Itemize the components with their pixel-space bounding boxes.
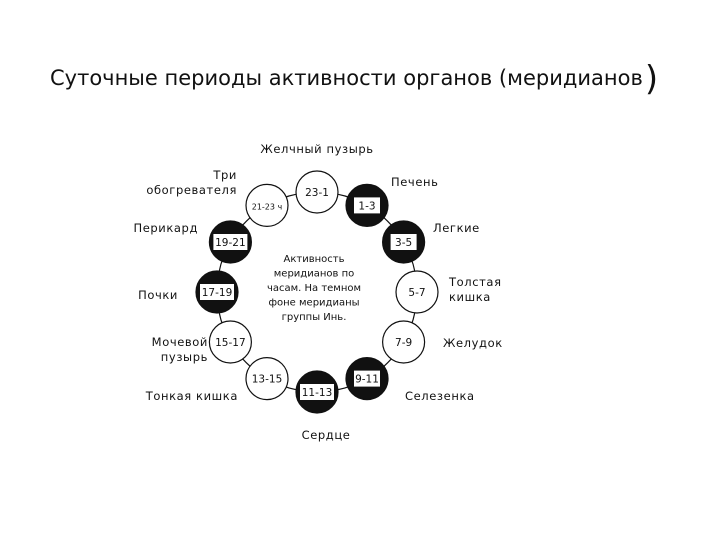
time-label: 19-21	[215, 237, 246, 249]
organ-label: Печень	[391, 175, 439, 189]
yang-node-circle	[395, 270, 439, 314]
organ-label: Мочевой	[152, 335, 208, 349]
page-title: Суточные периоды активности органов (мер…	[50, 54, 658, 99]
organ-labels: Желчный пузырьПеченьЛегкиеТолстаякишкаЖе…	[133, 142, 502, 442]
organ-label: пузырь	[161, 350, 208, 364]
yang-node-circle	[245, 357, 289, 401]
time-label: 23-1	[305, 187, 329, 199]
organ-label: Легкие	[433, 221, 480, 235]
organ-label: Толстая	[448, 275, 502, 289]
organ-label: обогревателя	[146, 183, 237, 197]
yang-node-circle	[245, 183, 289, 227]
meridian-node: 11-13	[295, 370, 339, 414]
center-caption-line: группы Инь.	[282, 312, 347, 323]
time-label-box	[213, 234, 248, 250]
time-label-box	[200, 284, 234, 300]
time-label: 5-7	[408, 287, 425, 299]
time-label: 13-15	[252, 374, 283, 386]
meridian-node: 15-17	[208, 320, 252, 364]
organ-label: Тонкая кишка	[145, 389, 238, 403]
meridian-node: 5-7	[395, 270, 439, 314]
center-caption-line: фоне меридианы	[268, 298, 359, 309]
meridian-node: 3-5	[382, 220, 426, 264]
time-label: 21-23 ч	[252, 202, 283, 211]
meridian-nodes: 23-1 1-3 3-5 5-7 7-9 9-11 11-13 13-15 15-17 17-19…	[195, 170, 439, 414]
meridian-node: 17-19	[195, 270, 239, 314]
organ-label: Желчный пузырь	[260, 142, 373, 156]
yang-node-circle	[208, 320, 252, 364]
time-label-box	[354, 370, 380, 387]
time-label: 15-17	[215, 337, 246, 349]
organ-label: Три	[212, 168, 237, 182]
time-label: 11-13	[302, 387, 333, 399]
title-text: Суточные периоды активности органов (мер…	[50, 66, 643, 90]
organ-label: Почки	[138, 288, 178, 302]
time-label-box	[390, 234, 417, 250]
time-label: 17-19	[202, 287, 233, 299]
center-caption-line: меридианов по	[274, 269, 354, 280]
organ-label: Перикард	[133, 221, 198, 235]
time-label: 1-3	[358, 200, 375, 212]
organ-label: Сердце	[302, 428, 351, 442]
time-label-box	[354, 197, 380, 214]
meridian-node: 1-3	[345, 183, 389, 227]
time-label: 3-5	[395, 237, 412, 249]
title-close-paren: )	[644, 59, 659, 99]
center-caption-line: часам. На темном	[267, 283, 361, 294]
time-label: 7-9	[395, 337, 412, 349]
meridian-node: 21-23 ч	[245, 183, 289, 227]
organ-label: кишка	[449, 290, 491, 304]
time-label: 9-11	[355, 374, 379, 386]
organ-label: Желудок	[443, 336, 503, 350]
meridian-node: 7-9	[382, 320, 426, 364]
time-label-box	[300, 384, 334, 400]
organ-label: Селезенка	[405, 389, 475, 403]
meridian-node: 9-11	[345, 357, 389, 401]
meridian-node: 19-21	[208, 220, 252, 264]
yang-node-circle	[295, 170, 339, 214]
yang-node-circle	[382, 320, 426, 364]
center-caption-line: Активность	[284, 254, 345, 265]
center-caption: Активность меридианов по часам. На темном ф…	[267, 254, 361, 323]
meridian-node: 13-15	[245, 357, 289, 401]
meridian-node: 23-1	[295, 170, 339, 214]
